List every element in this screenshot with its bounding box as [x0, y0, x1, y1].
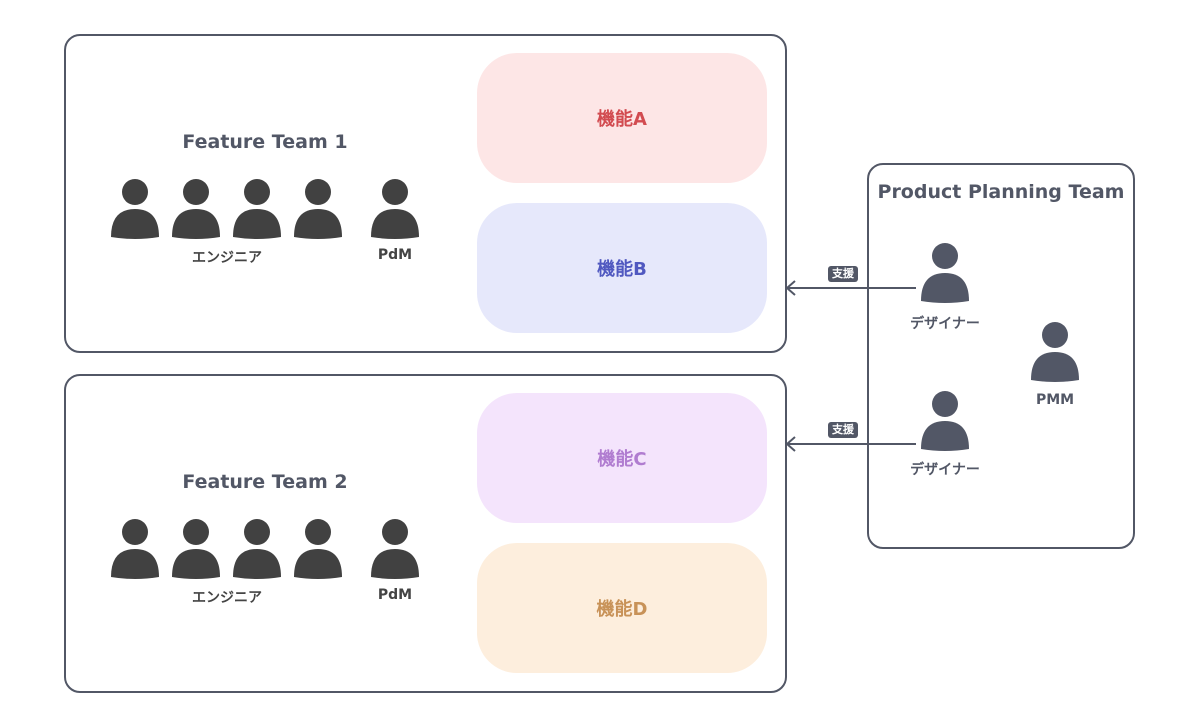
- pdm-label: PdM: [377, 247, 413, 263]
- feature-a-card: 機能A: [477, 53, 767, 183]
- pdm-icon: [371, 519, 419, 579]
- engineer-icon: [294, 519, 342, 579]
- product-planning-team-box: [867, 163, 1135, 549]
- product-planning-team-title: Product Planning Team: [877, 181, 1125, 203]
- feature-b-label: 機能B: [597, 259, 647, 280]
- pmm-icon: [1031, 322, 1079, 382]
- engineer-icon: [233, 179, 281, 239]
- engineers-label: エンジニア: [192, 590, 262, 606]
- support-arrow-1: [785, 280, 916, 296]
- support-badge-2: 支援: [828, 422, 858, 438]
- feature-c-card: 機能C: [477, 393, 767, 523]
- engineer-icon: [294, 179, 342, 239]
- feature-a-label: 機能A: [597, 109, 647, 130]
- engineers-label: エンジニア: [192, 250, 262, 266]
- pmm-label: PMM: [1035, 392, 1075, 408]
- feature-d-card: 機能D: [477, 543, 767, 673]
- feature-b-card: 機能B: [477, 203, 767, 333]
- designer-label: デザイナー: [910, 462, 980, 478]
- support-badge-1: 支援: [828, 266, 858, 282]
- designer-icon: [921, 243, 969, 303]
- engineer-icon: [111, 519, 159, 579]
- engineer-icon: [111, 179, 159, 239]
- pdm-icon: [371, 179, 419, 239]
- designer-icon: [921, 391, 969, 451]
- pdm-label: PdM: [377, 587, 413, 603]
- feature-c-label: 機能C: [597, 449, 647, 470]
- feature-team-2-title: Feature Team 2: [182, 471, 348, 493]
- engineer-icon: [172, 179, 220, 239]
- engineer-icon: [233, 519, 281, 579]
- feature-team-1-title: Feature Team 1: [182, 131, 348, 153]
- engineer-icon: [172, 519, 220, 579]
- support-arrow-2: [785, 436, 916, 452]
- designer-label: デザイナー: [910, 316, 980, 332]
- feature-d-label: 機能D: [596, 599, 648, 620]
